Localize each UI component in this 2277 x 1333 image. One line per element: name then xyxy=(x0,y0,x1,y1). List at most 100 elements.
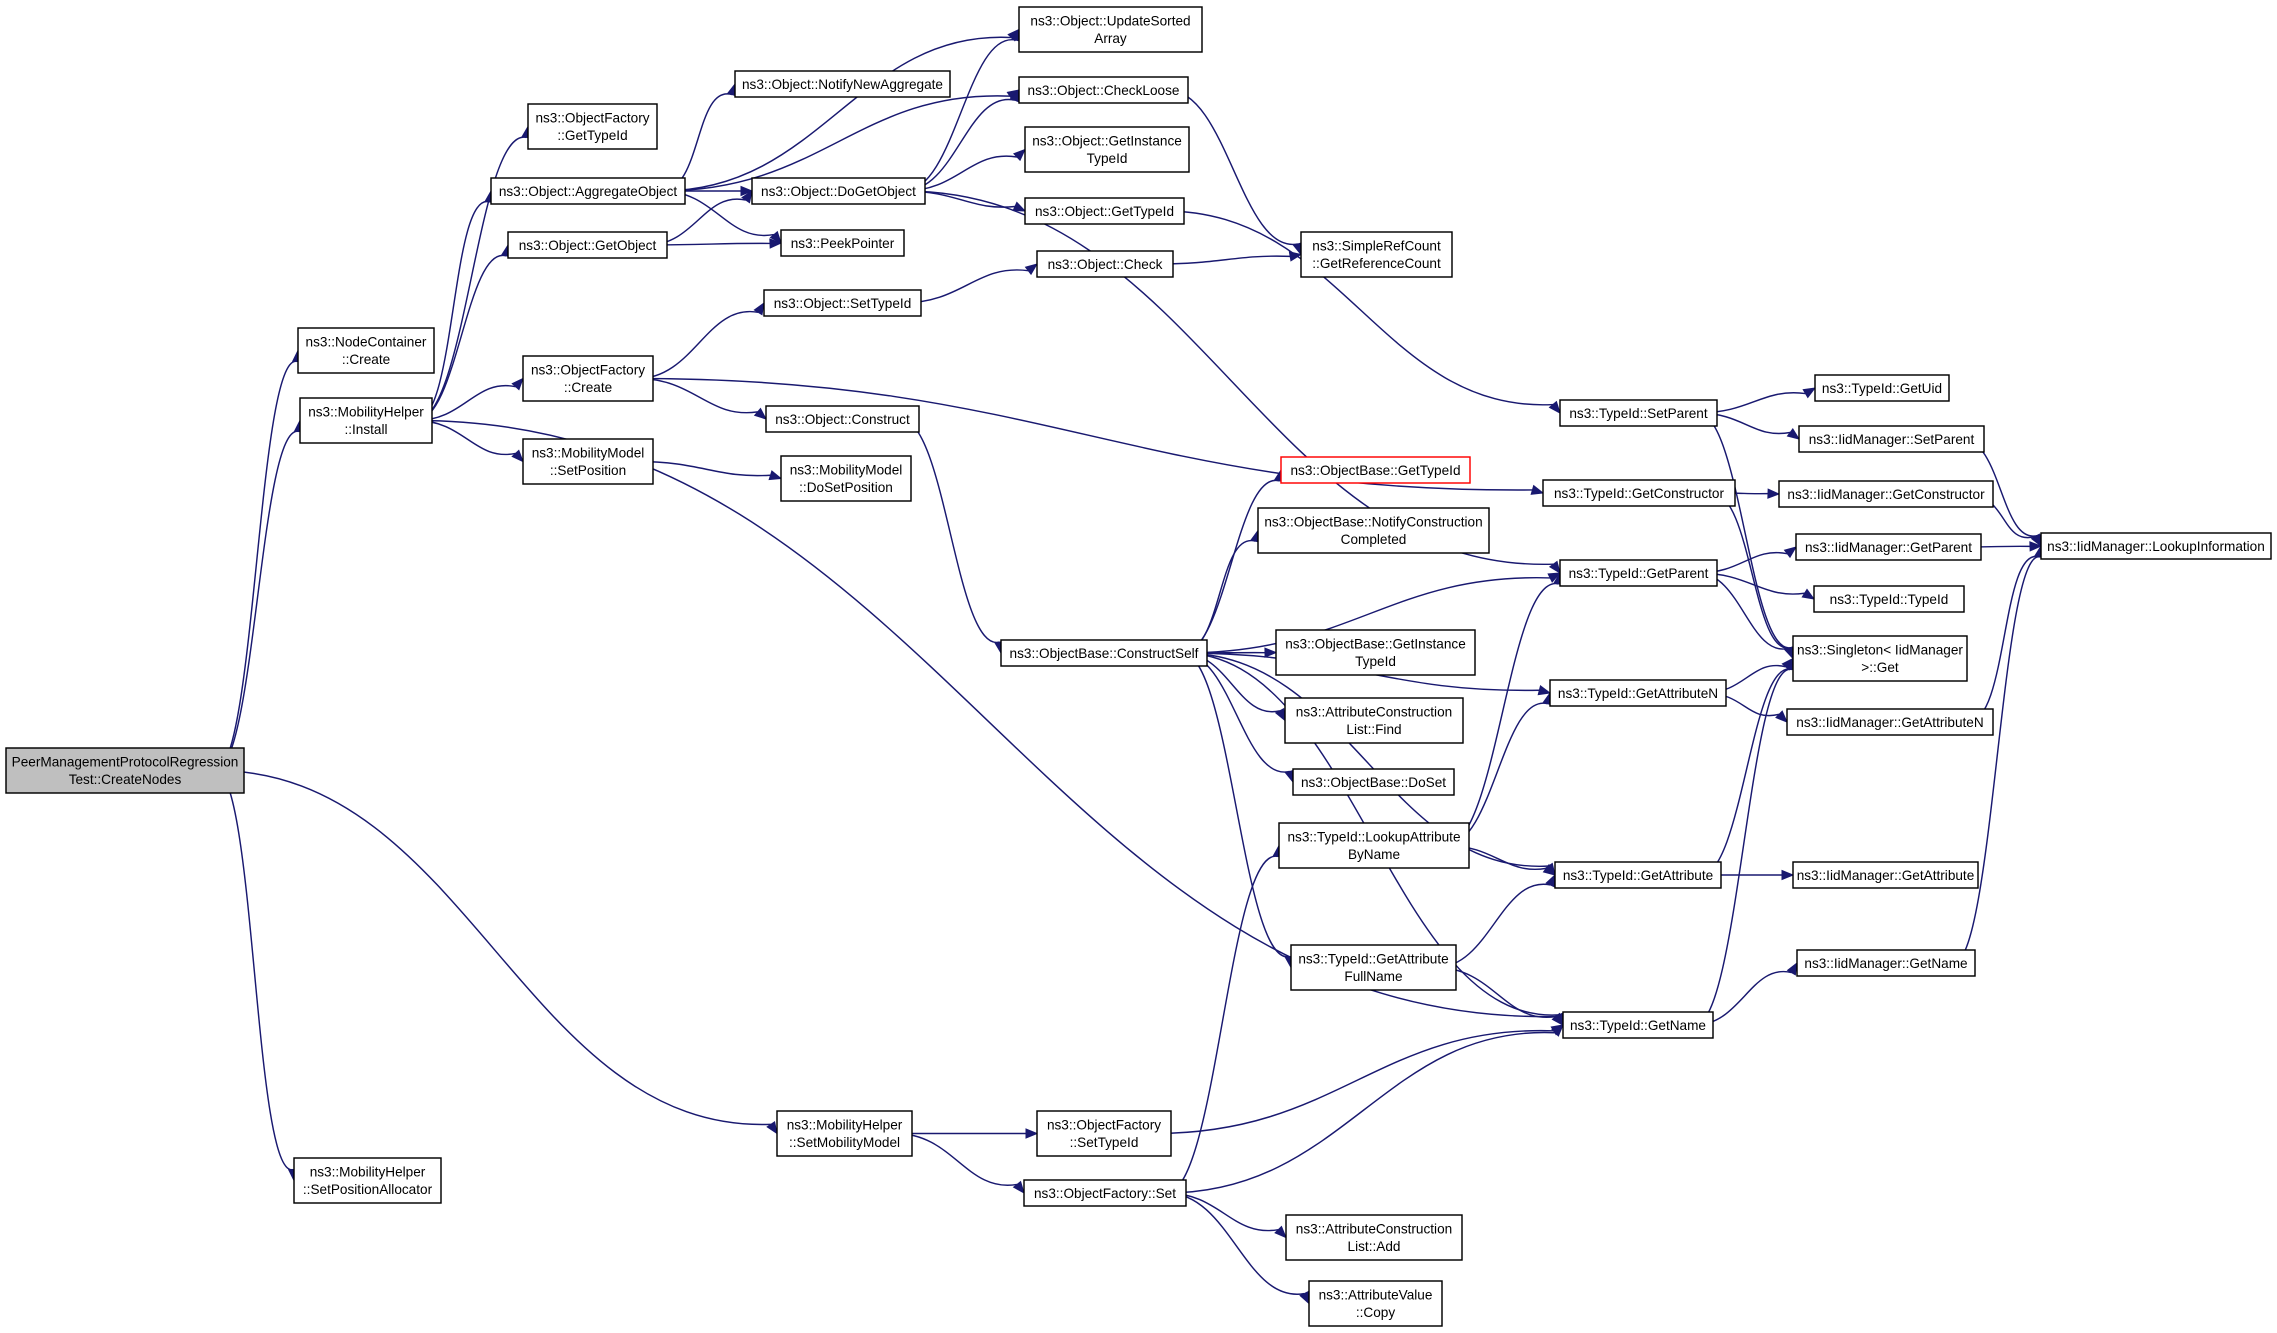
node-of_create[interactable]: ns3::ObjectFactory::Create xyxy=(522,355,654,402)
node-box xyxy=(763,289,922,317)
node-av_copy[interactable]: ns3::AttributeValue::Copy xyxy=(1308,1280,1443,1327)
edge-line xyxy=(900,418,1000,643)
node-o_gettid[interactable]: ns3::Object::GetTypeId xyxy=(1024,197,1185,225)
node-label-line: ns3::IidManager::GetAttributeN xyxy=(1796,715,1983,730)
node-box xyxy=(1559,399,1718,427)
edge-line xyxy=(1182,652,1290,773)
node-tid_getname[interactable]: ns3::TypeId::GetName xyxy=(1562,1011,1714,1039)
node-tid_getparent[interactable]: ns3::TypeId::GetParent xyxy=(1559,559,1718,587)
node-o_notify[interactable]: ns3::Object::NotifyNewAggregate xyxy=(734,70,951,98)
node-label-line: ns3::Singleton< IidManager xyxy=(1797,643,1963,658)
edge-line xyxy=(637,460,771,477)
node-label-line: ::SetMobilityModel xyxy=(789,1135,900,1150)
node-root[interactable]: PeerManagementProtocolRegressionTest::Cr… xyxy=(5,747,245,794)
edge-arrowhead xyxy=(1288,251,1303,262)
node-tid_getattrn[interactable]: ns3::TypeId::GetAttributeN xyxy=(1549,679,1727,707)
node-ob_gettid[interactable]: ns3::ObjectBase::GetTypeId xyxy=(1280,456,1471,484)
node-src_getref[interactable]: ns3::SimpleRefCount::GetReferenceCount xyxy=(1300,231,1453,278)
edge-line xyxy=(215,360,298,772)
node-o_check[interactable]: ns3::Object::Check xyxy=(1036,250,1174,278)
node-tid_typeid[interactable]: ns3::TypeId::TypeId xyxy=(1813,585,1965,613)
node-iid_getname[interactable]: ns3::IidManager::GetName xyxy=(1796,949,1976,977)
node-label-line: ns3::TypeId::GetAttributeN xyxy=(1558,686,1718,701)
node-label-line: ns3::ObjectBase::ConstructSelf xyxy=(1010,646,1199,661)
edge-arrowhead xyxy=(1025,1128,1039,1139)
node-o_getobj[interactable]: ns3::Object::GetObject xyxy=(507,231,668,259)
node-box xyxy=(1300,231,1453,278)
node-label-line: >::Get xyxy=(1861,660,1899,675)
edge-arrowhead xyxy=(1530,484,1545,495)
node-ob_notifycc[interactable]: ns3::ObjectBase::NotifyConstructionCompl… xyxy=(1257,507,1490,554)
call-edge-o_settid-to-o_check xyxy=(902,263,1039,304)
node-tid_getctor[interactable]: ns3::TypeId::GetConstructor xyxy=(1542,479,1736,507)
node-mm_setpos[interactable]: ns3::MobilityModel::SetPosition xyxy=(522,438,654,485)
node-label-line: ns3::Object::UpdateSorted xyxy=(1030,14,1190,29)
call-edge-iid_getattrn-to-iid_lookup xyxy=(1968,544,2045,723)
call-edge-tid_setparent-to-singleton_get xyxy=(1698,412,1797,660)
node-box xyxy=(297,327,435,374)
node-o_construct[interactable]: ns3::Object::Construct xyxy=(765,405,920,433)
node-tid_getattr[interactable]: ns3::TypeId::GetAttribute xyxy=(1554,861,1722,889)
node-of_set[interactable]: ns3::ObjectFactory::Set xyxy=(1023,1179,1187,1207)
node-of_settid[interactable]: ns3::ObjectFactory::SetTypeId xyxy=(1036,1110,1172,1157)
node-box xyxy=(507,231,668,259)
node-label-line: ns3::IidManager::GetParent xyxy=(1805,540,1972,555)
node-iid_getctor[interactable]: ns3::IidManager::GetConstructor xyxy=(1778,480,1994,508)
node-mh_setmm[interactable]: ns3::MobilityHelper::SetMobilityModel xyxy=(776,1110,913,1157)
node-box xyxy=(1813,585,1965,613)
node-iid_getattr[interactable]: ns3::IidManager::GetAttribute xyxy=(1792,861,1979,889)
node-box xyxy=(522,355,654,402)
edge-arrowhead xyxy=(768,470,783,481)
node-iid_setparent[interactable]: ns3::IidManager::SetParent xyxy=(1798,425,1985,453)
edge-line xyxy=(637,310,759,380)
node-mh_install[interactable]: ns3::MobilityHelper::Install xyxy=(299,397,433,444)
edge-line xyxy=(1953,556,2041,964)
node-label-line: ns3::Object::Construct xyxy=(775,412,910,427)
node-label-line: ::Create xyxy=(564,380,612,395)
call-edge-o_aggr-to-o_notify xyxy=(661,82,737,192)
node-box xyxy=(1278,822,1470,869)
edge-line xyxy=(1166,855,1278,1194)
node-peekptr[interactable]: ns3::PeekPointer xyxy=(780,229,905,257)
edge-line xyxy=(215,769,771,1126)
edge-line xyxy=(661,93,733,192)
node-label-line: ns3::ObjectFactory::Set xyxy=(1034,1186,1176,1201)
edge-arrowhead xyxy=(1274,707,1286,722)
node-ob_doset[interactable]: ns3::ObjectBase::DoSet xyxy=(1292,768,1455,796)
node-iid_getparent[interactable]: ns3::IidManager::GetParent xyxy=(1795,533,1982,561)
node-nc_create[interactable]: ns3::NodeContainer::Create xyxy=(297,327,435,374)
node-iid_getattrn[interactable]: ns3::IidManager::GetAttributeN xyxy=(1786,708,1994,736)
node-label-line: ns3::Object::GetTypeId xyxy=(1035,204,1174,219)
edge-arrowhead xyxy=(1024,263,1039,276)
node-of_gettid[interactable]: ns3::ObjectFactory::GetTypeId xyxy=(527,103,658,150)
call-edge-root-to-mh_install xyxy=(215,419,305,772)
node-singleton_get[interactable]: ns3::Singleton< IidManager >::Get xyxy=(1792,635,1968,682)
edge-arrowhead xyxy=(1264,647,1278,658)
node-box xyxy=(1559,559,1718,587)
node-tid_getuid[interactable]: ns3::TypeId::GetUid xyxy=(1814,374,1950,402)
node-label-line: List::Add xyxy=(1348,1239,1401,1254)
node-mh_setpa[interactable]: ns3::MobilityHelper::SetPositionAllocato… xyxy=(293,1157,442,1204)
node-o_checkloose[interactable]: ns3::Object::CheckLoose xyxy=(1018,76,1189,104)
edge-line xyxy=(1182,577,1551,654)
node-box xyxy=(1792,861,1979,889)
node-label-line: ns3::NodeContainer xyxy=(306,335,427,350)
node-iid_lookup[interactable]: ns3::IidManager::LookupInformation xyxy=(2040,532,2272,560)
edge-arrowhead xyxy=(1551,1012,1564,1027)
node-tid_setparent[interactable]: ns3::TypeId::SetParent xyxy=(1559,399,1718,427)
node-o_settid[interactable]: ns3::Object::SetTypeId xyxy=(763,289,922,317)
node-o_aggr[interactable]: ns3::Object::AggregateObject xyxy=(490,177,686,205)
edge-arrowhead xyxy=(1547,572,1562,583)
node-label-line: ns3::TypeId::GetConstructor xyxy=(1554,486,1724,501)
node-mm_dosetpos[interactable]: ns3::MobilityModel::DoSetPosition xyxy=(780,455,912,502)
node-o_dogetobj[interactable]: ns3::Object::DoGetObject xyxy=(751,177,926,205)
node-ob_construct[interactable]: ns3::ObjectBase::ConstructSelf xyxy=(1000,639,1208,667)
node-label-line: ns3::TypeId::SetParent xyxy=(1569,406,1708,421)
